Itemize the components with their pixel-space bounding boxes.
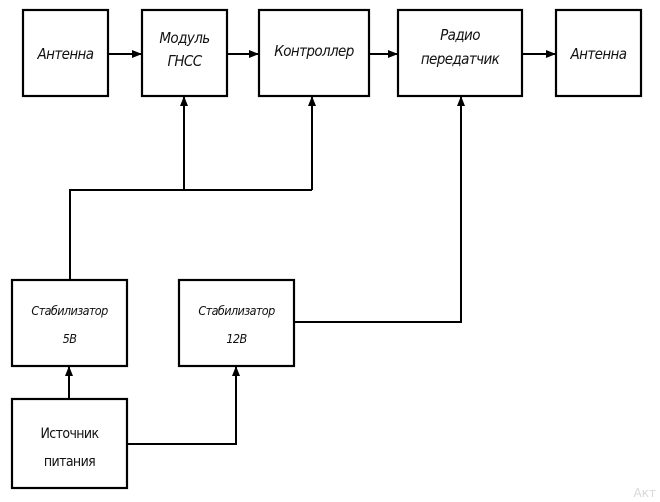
block-label-line2: 12В [226, 331, 247, 346]
block-radio-transmitter: Радио передатчик [396, 8, 524, 98]
watermark: Акт [633, 486, 656, 500]
block-label: Контроллер [274, 42, 354, 60]
block-label: Антенна [37, 45, 94, 63]
wire-power-to-stab12 [127, 366, 240, 445]
block-label-line1: Источник [40, 426, 99, 442]
block-label-line1: Стабилизатор [198, 303, 275, 318]
block-label-line1: Радио [440, 26, 480, 44]
block-gnss-module: Модуль ГНСС [140, 8, 229, 98]
block-label-line1: Стабилизатор [31, 303, 108, 318]
connections [65, 50, 556, 445]
block-antenna-in: Антенна [21, 8, 110, 98]
block-label-line1: Модуль [159, 29, 209, 47]
block-label-line2: 5В [63, 331, 78, 346]
block-stabilizer-12v: Стабилизатор 12В [177, 278, 296, 368]
block-power-source: Источник питания [10, 397, 129, 490]
block-label-line2: ГНСС [167, 52, 202, 70]
block-label-line2: питания [44, 454, 95, 470]
block-antenna-out: Антенна [554, 8, 643, 98]
block-stabilizer-5v: Стабилизатор 5В [10, 278, 129, 368]
block-label: Антенна [570, 45, 627, 63]
wire-stab12-to-radio [294, 96, 465, 323]
block-label-line2: передатчик [421, 50, 501, 68]
wire-stab5-bus [69, 189, 312, 280]
block-controller: Контроллер [257, 8, 371, 98]
